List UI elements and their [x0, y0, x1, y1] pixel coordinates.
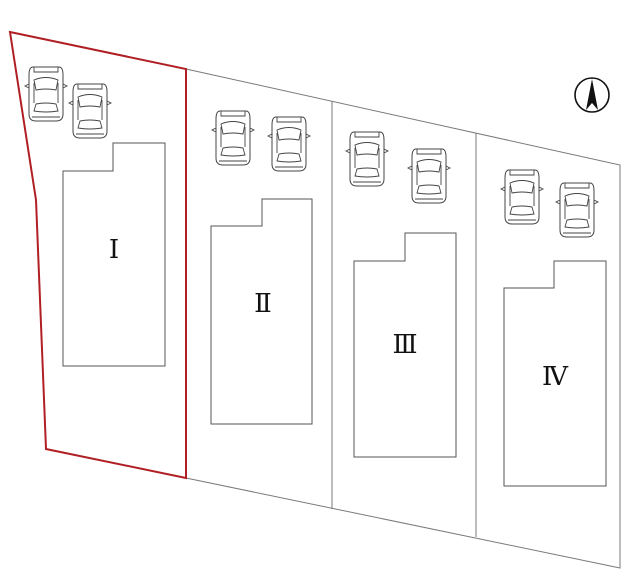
lot-1-boundary — [8, 30, 187, 480]
car-icon — [211, 110, 255, 166]
house-lot-2 — [210, 198, 313, 425]
car-icon — [407, 148, 451, 204]
site-boundary — [185, 68, 621, 569]
north-arrow-icon — [574, 77, 610, 113]
house-lot-3 — [353, 232, 457, 458]
car-icon — [345, 131, 389, 187]
house-lot-4 — [503, 260, 607, 487]
lot-1-label: Ⅰ — [109, 235, 119, 265]
car-icon — [24, 66, 68, 122]
house-lot-1 — [62, 142, 166, 367]
car-icon — [555, 182, 599, 238]
lot-2-label: Ⅱ — [254, 289, 272, 319]
car-icon — [267, 116, 311, 172]
car-icon — [68, 83, 112, 139]
lot-4-label: Ⅳ — [542, 362, 569, 392]
car-icon — [500, 169, 544, 225]
lot-3-label: Ⅲ — [392, 330, 417, 360]
